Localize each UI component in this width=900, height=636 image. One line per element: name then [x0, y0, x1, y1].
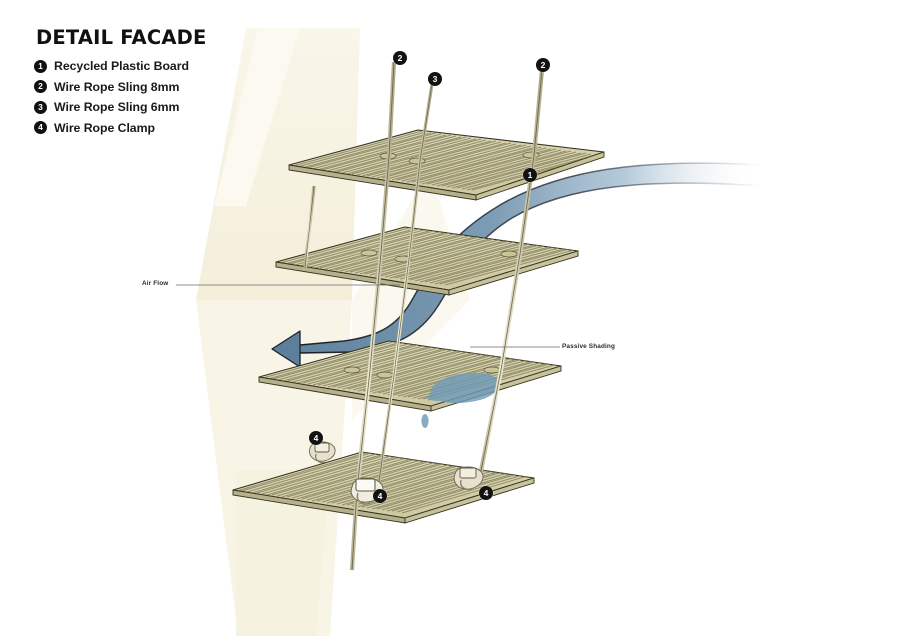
callout-badge-2-2: 2	[536, 58, 550, 72]
passive-shading-patch	[421, 372, 499, 428]
leader-lines	[176, 284, 560, 348]
legend-item-2: 2 Wire Rope Sling 8mm	[34, 79, 294, 94]
legend-item-1: 1 Recycled Plastic Board	[34, 59, 294, 74]
page-title: DETAIL FACADE	[36, 26, 207, 49]
legend-badge-4: 4	[34, 121, 47, 134]
legend-label-2: Wire Rope Sling 8mm	[54, 79, 180, 94]
callout-badge-2-0: 2	[393, 51, 407, 65]
legend-item-4: 4 Wire Rope Clamp	[34, 120, 294, 135]
legend: DETAIL FACADE 1 Recycled Plastic Board 2…	[34, 28, 294, 141]
annotation-air-flow: Air Flow	[142, 280, 169, 287]
air-flow-ribbon	[271, 162, 763, 368]
callout-badge-1-3: 1	[523, 168, 537, 182]
wire-rope-slings	[303, 61, 545, 571]
legend-badge-1: 1	[34, 59, 47, 73]
callout-badge-4-4: 4	[309, 431, 323, 445]
legend-badge-3: 3	[34, 100, 47, 114]
annotation-passive-shading: Passive Shading	[562, 343, 616, 350]
legend-label-4: Wire Rope Clamp	[54, 120, 155, 135]
legend-list: 1 Recycled Plastic Board 2 Wire Rope Sli…	[34, 59, 294, 136]
legend-badge-2: 2	[34, 80, 47, 93]
legend-item-3: 3 Wire Rope Sling 6mm	[34, 100, 294, 115]
board-3-recycled-plastic-board	[258, 340, 562, 428]
legend-label-1: Recycled Plastic Board	[54, 59, 189, 73]
callout-badge-4-5: 4	[373, 489, 387, 503]
callout-badge-4-6: 4	[479, 486, 493, 500]
board-2-recycled-plastic-board	[275, 226, 579, 296]
callout-badge-3-1: 3	[428, 72, 442, 86]
board-1-recycled-plastic-board	[288, 129, 605, 201]
legend-label-3: Wire Rope Sling 6mm	[54, 100, 180, 114]
